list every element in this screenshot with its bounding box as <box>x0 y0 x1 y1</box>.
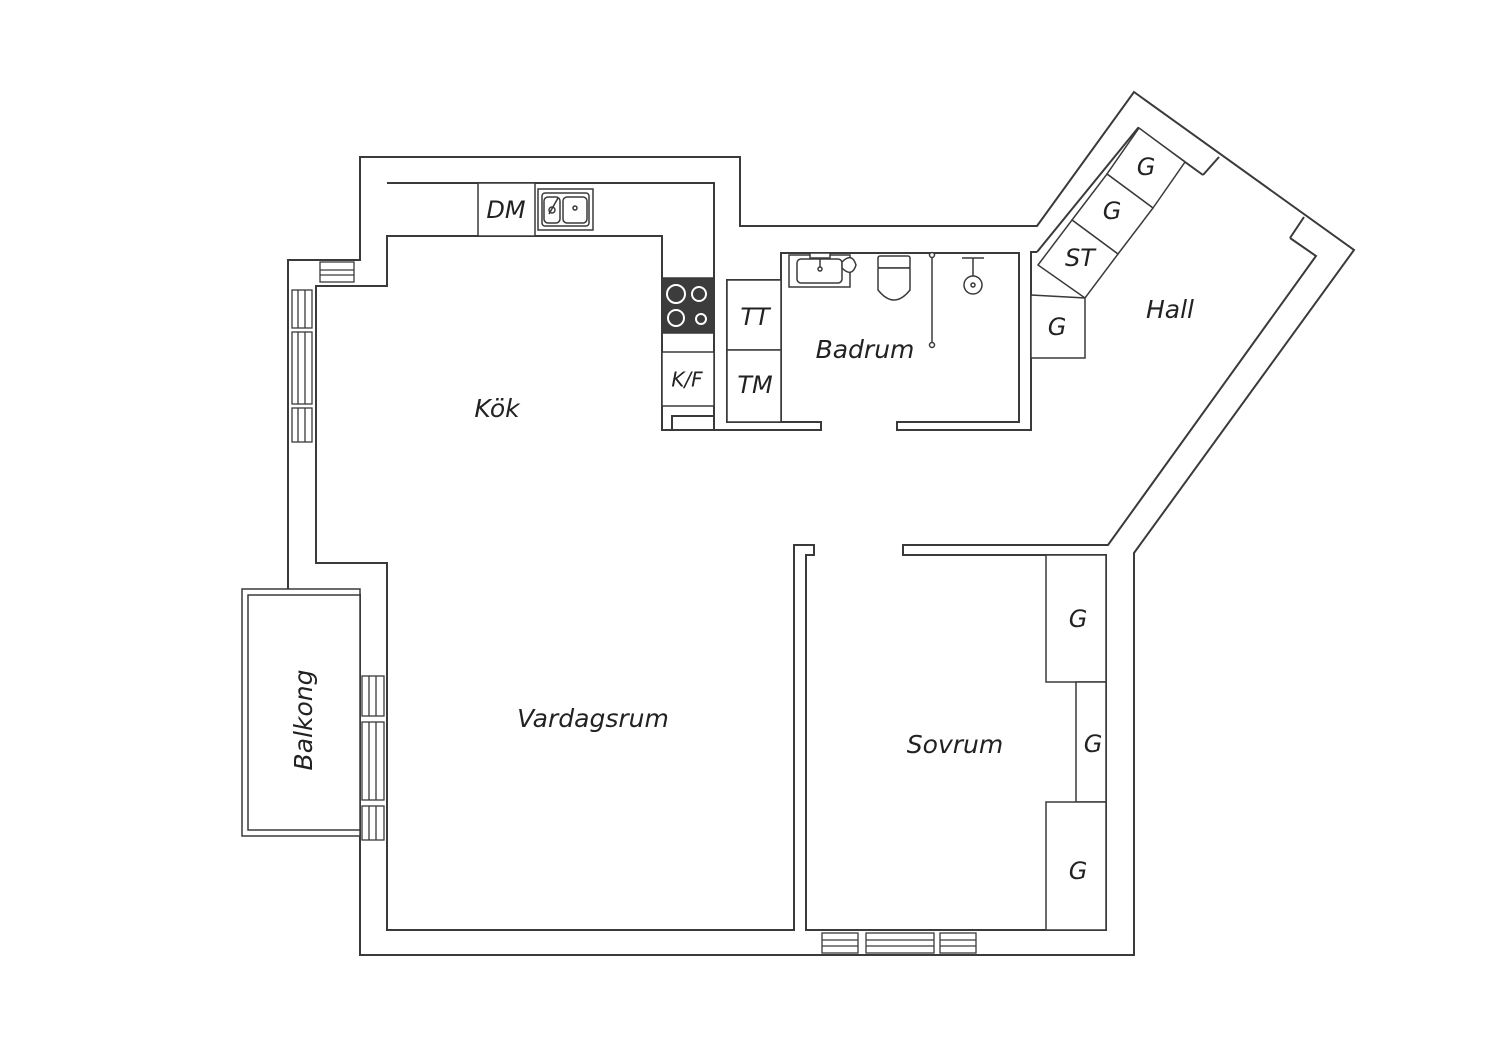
label-wardrobe-hall-3: G <box>1048 313 1067 341</box>
outer-walls <box>287 90 1356 956</box>
kitchen-fixtures <box>477 182 715 407</box>
balcony <box>241 588 361 837</box>
label-hall: Hall <box>1146 295 1194 324</box>
label-dryer: TT <box>740 303 772 331</box>
bathroom-fixtures <box>726 251 984 423</box>
sink-icon <box>537 188 594 231</box>
label-wardrobe-bedroom-2: G <box>1084 730 1103 758</box>
label-balcony: Balkong <box>289 670 318 771</box>
label-fridge-freezer: K/F <box>671 368 703 392</box>
label-bedroom: Sovrum <box>907 730 1003 759</box>
hall-storage <box>1030 126 1187 359</box>
label-wardrobe-bedroom-3: G <box>1069 857 1088 885</box>
label-wardrobe-bedroom-1: G <box>1069 605 1088 633</box>
label-wardrobe-hall-2: G <box>1103 197 1122 225</box>
bedroom-wardrobe-3 <box>1045 801 1107 931</box>
label-wardrobe-hall-1: G <box>1137 153 1156 181</box>
stove-icon <box>661 277 715 334</box>
bedroom-wardrobe-1 <box>1045 554 1107 683</box>
label-living-room: Vardagsrum <box>517 704 669 733</box>
label-dishwasher: DM <box>486 196 525 224</box>
dryer-box <box>726 279 782 351</box>
bedroom-wardrobe-2 <box>1075 681 1107 803</box>
bedroom-wardrobes <box>1045 554 1107 931</box>
label-washer: TM <box>737 371 773 399</box>
toilet-icon <box>877 255 911 301</box>
label-kitchen: Kök <box>474 394 521 423</box>
label-storage: ST <box>1065 244 1097 272</box>
hall-wardrobe-3 <box>1030 294 1086 359</box>
washer-box <box>726 349 782 423</box>
shower-icon <box>928 251 984 349</box>
labels: Kök Vardagsrum Sovrum Badrum Hall Balkon… <box>289 153 1194 885</box>
fridge-freezer-box <box>661 351 715 407</box>
windows <box>291 261 977 954</box>
washbasin-icon <box>788 252 857 288</box>
dishwasher-box <box>477 182 536 237</box>
label-bathroom: Badrum <box>816 335 915 364</box>
